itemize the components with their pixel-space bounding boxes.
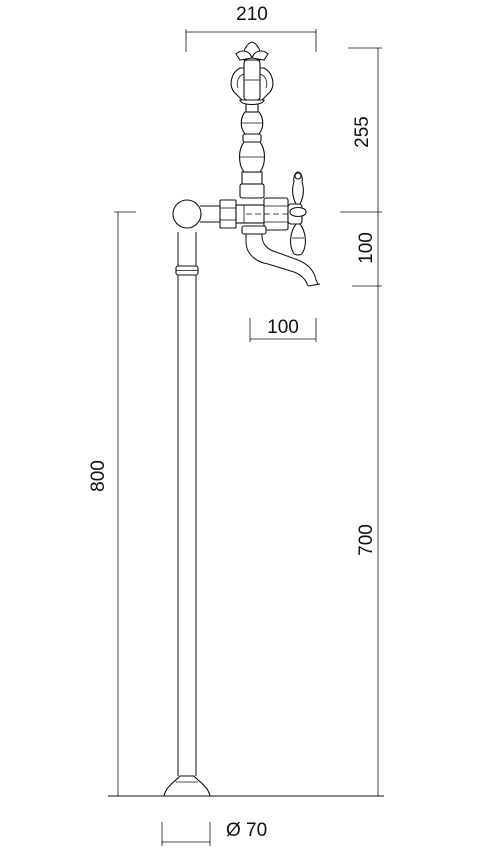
standpipe	[163, 199, 211, 797]
dim-left-total: 800	[88, 211, 136, 796]
riser-column	[238, 103, 266, 199]
dim-spout-reach-label: 100	[267, 317, 299, 338]
dim-spout-height-label: 100	[356, 232, 377, 264]
dim-top-width-label: 210	[236, 4, 268, 25]
dim-lower-height-label: 700	[356, 524, 377, 556]
dim-spout-reach: 100	[249, 317, 317, 342]
dim-total-height-label: 800	[88, 460, 109, 492]
dim-base-diameter: Ø 70	[161, 820, 267, 846]
lever-handle	[289, 171, 307, 256]
spout	[241, 225, 321, 287]
dim-head-height-label: 255	[352, 116, 373, 148]
dim-right-chain: 255 100 700	[340, 47, 382, 796]
horizontal-arm	[200, 199, 267, 229]
dim-top-width: 210	[185, 4, 317, 52]
dim-base-diameter-label: Ø 70	[226, 820, 267, 841]
top-cross-handle	[230, 41, 274, 106]
